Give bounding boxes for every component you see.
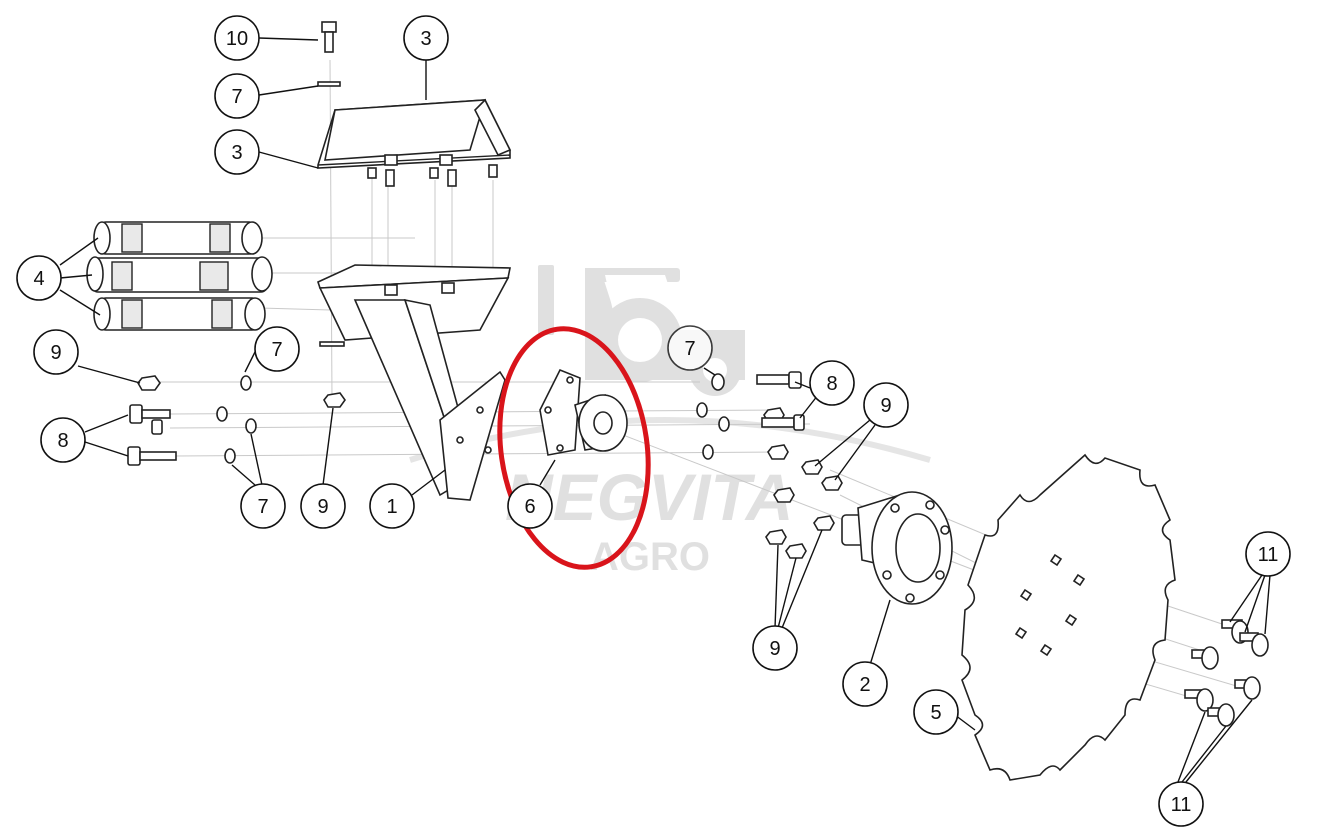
callout-6: 6 xyxy=(507,483,553,529)
callout-5: 5 xyxy=(913,689,959,735)
roller-1 xyxy=(93,221,263,255)
callout-2: 2 xyxy=(842,661,888,707)
part-6-bearing-housing xyxy=(539,368,628,456)
svg-text:3: 3 xyxy=(231,142,242,164)
svg-text:9: 9 xyxy=(880,395,891,417)
callout-9-left: 9 xyxy=(33,329,79,375)
svg-text:10: 10 xyxy=(226,28,248,50)
callout-7-top: 7 xyxy=(214,73,260,119)
svg-text:7: 7 xyxy=(684,338,695,360)
svg-text:11: 11 xyxy=(1171,794,1192,816)
svg-text:11: 11 xyxy=(1258,544,1279,566)
callout-9-right-top: 9 xyxy=(863,382,909,428)
part-1-bracket xyxy=(317,264,511,501)
svg-text:9: 9 xyxy=(50,342,61,364)
callout-11-top: 11 xyxy=(1245,531,1291,577)
left-fasteners xyxy=(127,375,257,466)
svg-text:2: 2 xyxy=(859,674,870,696)
callout-4: 4 xyxy=(16,255,62,301)
part-6-highlight-circle xyxy=(497,326,651,570)
svg-text:3: 3 xyxy=(420,28,431,50)
svg-text:8: 8 xyxy=(826,373,837,395)
watermark-brand-bottom: AGRO xyxy=(590,535,710,579)
part-11-bolts xyxy=(1184,619,1269,727)
roller-2 xyxy=(86,256,273,293)
leader-lines xyxy=(59,37,1271,783)
callouts: 10 3 7 3 4 9 7 8 xyxy=(16,15,1291,827)
callout-7-middle: 7 xyxy=(254,326,300,372)
part-7-pin-top xyxy=(317,81,341,87)
callout-11-bottom: 11 xyxy=(1158,781,1204,827)
svg-text:9: 9 xyxy=(317,496,328,518)
callout-7-right: 7 xyxy=(667,325,713,371)
part-5-notched-disc xyxy=(961,453,1176,781)
svg-text:7: 7 xyxy=(271,339,282,361)
svg-text:1: 1 xyxy=(386,496,397,518)
part-3-top-cover xyxy=(317,98,512,187)
part-4-rollers xyxy=(86,221,273,331)
svg-text:6: 6 xyxy=(524,496,535,518)
part-2-hub xyxy=(841,491,953,605)
callout-7-bottom: 7 xyxy=(240,483,286,529)
callout-10: 10 xyxy=(214,15,260,61)
callout-3-top: 3 xyxy=(403,15,449,61)
svg-text:4: 4 xyxy=(33,268,44,290)
callout-9-center: 9 xyxy=(300,483,346,529)
part-9-nut-center xyxy=(323,392,346,408)
callout-8-right: 8 xyxy=(809,360,855,406)
callout-9-right-bottom: 9 xyxy=(752,625,798,671)
callout-1: 1 xyxy=(369,483,415,529)
svg-text:8: 8 xyxy=(57,430,68,452)
svg-text:9: 9 xyxy=(769,638,780,660)
roller-3 xyxy=(93,297,266,331)
part-7-pin-middle xyxy=(319,341,345,347)
svg-text:7: 7 xyxy=(231,86,242,108)
svg-text:5: 5 xyxy=(930,702,941,724)
svg-text:7: 7 xyxy=(257,496,268,518)
part-10-bolt xyxy=(321,21,337,53)
callout-3-lower: 3 xyxy=(214,129,260,175)
callout-8-left: 8 xyxy=(40,417,86,463)
